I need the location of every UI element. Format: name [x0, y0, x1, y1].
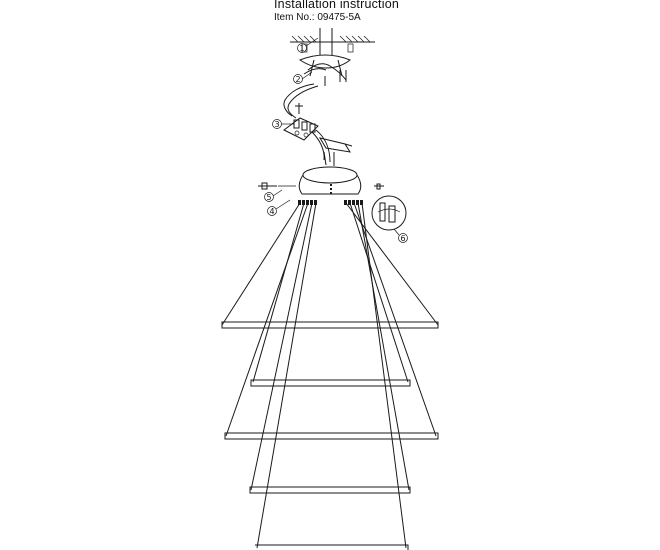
ring-5: [255, 544, 409, 550]
side-screw-icon: [258, 182, 296, 190]
callout-3: 3: [272, 119, 294, 129]
canopy: [298, 166, 362, 195]
page-title: Installation instruction: [274, 0, 400, 11]
ring-3: [224, 432, 439, 440]
svg-text:2: 2: [296, 75, 301, 84]
power-cable: [283, 83, 315, 117]
screw-icon: [295, 103, 303, 114]
suspension-clips: [298, 200, 363, 205]
mounting-bracket: [298, 54, 351, 86]
ring-clip-detail: [371, 195, 407, 231]
item-number-value: 09475-5A: [317, 12, 361, 23]
callout-2: 2: [293, 71, 313, 84]
callout-5: 5: [264, 189, 283, 202]
ring-1: [221, 321, 439, 329]
svg-text:5: 5: [267, 193, 272, 202]
ring-2: [250, 379, 411, 387]
callout-1: 1: [297, 37, 319, 53]
terminal-block: [283, 117, 319, 141]
ring-4: [249, 486, 411, 494]
svg-text:6: 6: [401, 234, 406, 243]
callout-4: 4: [267, 199, 291, 216]
suspension-wires: [221, 202, 439, 549]
led-driver: [318, 137, 353, 166]
svg-text:1: 1: [300, 44, 305, 53]
svg-text:4: 4: [270, 207, 275, 216]
callout-6: 6: [393, 228, 408, 243]
side-screw-right-icon: [374, 183, 384, 190]
item-number-line: Item No.: 09475-5A: [274, 11, 361, 23]
item-number-label: Item No.:: [274, 12, 315, 23]
svg-text:3: 3: [275, 120, 280, 129]
